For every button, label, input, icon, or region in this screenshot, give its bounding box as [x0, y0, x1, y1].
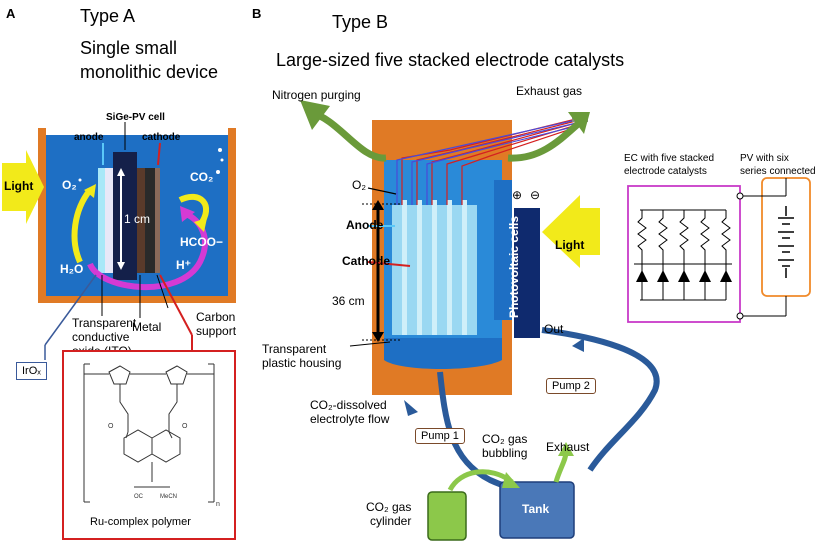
tank — [499, 481, 575, 539]
electrolyte-line-2: electrolyte flow — [310, 412, 390, 426]
anode-label-a: anode — [74, 132, 104, 143]
anode-label-b: Anode — [346, 218, 384, 232]
polymer-structure: O O OC MeCN n — [83, 363, 220, 508]
tank-label: Tank — [522, 502, 550, 516]
hplus-label: H⁺ — [176, 258, 191, 272]
height-label: 36 cm — [332, 294, 365, 308]
panel-b-device-drawing — [300, 100, 811, 541]
ito-line-1: Transparent — [72, 316, 137, 330]
ito-layer — [98, 168, 105, 273]
ec-label: EC with five stacked electrode catalysts — [624, 152, 714, 178]
light-label-b: Light — [555, 238, 585, 252]
exhaust-gas-arrow — [507, 121, 581, 162]
panel-b-type-title: Type B — [332, 12, 389, 32]
tank-exhaust-arrow — [553, 451, 569, 483]
panel-a-letter: A — [6, 6, 16, 21]
cathode-pointer — [157, 142, 161, 166]
panel-b-subtitle: Large-sized five stacked electrode catal… — [276, 50, 625, 70]
housing-line-2: plastic housing — [262, 356, 342, 370]
cylinder-line-1: CO₂ gas — [366, 500, 412, 514]
photovoltaic-cells — [514, 208, 540, 338]
pump-2-label: Pump 2 — [552, 380, 590, 392]
panel-a-type-title: Type A — [80, 6, 136, 26]
carbon-layer — [145, 168, 155, 273]
cathode-label-a: cathode — [142, 132, 181, 143]
pv-line-1: PV with six — [740, 153, 789, 164]
irox-box: IrOₓ — [16, 362, 47, 380]
ec-line-2: electrode catalysts — [624, 166, 707, 177]
wires — [396, 117, 586, 205]
co2-cylinder — [427, 491, 467, 541]
circuit-diagram — [627, 177, 811, 323]
basin — [384, 338, 502, 369]
out-label: Out — [544, 322, 564, 336]
pv-line-2: series connected — [740, 166, 816, 177]
sige-pv-label: SiGe-PV cell — [106, 112, 165, 123]
o2-label-a: O₂ — [62, 178, 77, 192]
oxygen-arrow — [71, 188, 93, 264]
cylinder-label: CO₂ gas cylinder — [366, 500, 411, 528]
cathode-layer — [155, 168, 160, 273]
housing-label: Transparent plastic housing — [262, 342, 341, 370]
svg-text:MeCN: MeCN — [160, 494, 177, 500]
pv-cells-label: Photovoltaic cells — [507, 215, 521, 318]
o2-label-b: O₂ — [352, 178, 366, 192]
pump-2: Pump 2 — [546, 378, 596, 394]
irox-label: IrOₓ — [22, 365, 41, 377]
light-arrow-a — [2, 150, 44, 224]
plus-symbol: ⊕ — [512, 188, 523, 202]
cathode-label-b: Cathode — [342, 254, 390, 268]
polymer-label: Ru-complex polymer — [90, 516, 191, 528]
anode-layer — [105, 168, 113, 273]
svg-text:O: O — [182, 423, 188, 430]
panel-a-subtitle-1: Single small — [80, 38, 178, 58]
electrode-stack — [392, 200, 477, 335]
bubbling-line-2: bubbling — [482, 446, 528, 460]
metal-label: Metal — [132, 320, 162, 334]
pv-label: PV with six series connected — [740, 152, 816, 178]
panel-b-letter: B — [252, 6, 262, 21]
cylinder-line-2: cylinder — [369, 514, 412, 528]
scale-label-a: 1 cm — [124, 212, 151, 226]
svg-text:n: n — [216, 501, 220, 508]
bubbling-line-1: CO₂ gas — [482, 432, 528, 446]
pump-1: Pump 1 — [415, 428, 465, 444]
exhaust-label: Exhaust — [546, 440, 590, 454]
housing-line-1: Transparent — [262, 342, 327, 356]
carbon-label: Carbon support — [196, 310, 236, 338]
pump-1-label: Pump 1 — [421, 430, 459, 442]
ec-line-1: EC with five stacked — [624, 153, 715, 164]
hcoo-label: HCOO− — [180, 235, 224, 249]
sige-pv-cell — [113, 152, 137, 280]
light-arrow-b — [542, 195, 600, 268]
bubbling-label: CO₂ gas bubbling — [482, 432, 527, 460]
panel-a-device-drawing — [2, 122, 236, 360]
electrolyte-line-1: CO₂-dissolved — [310, 398, 387, 412]
carbon-line-1: Carbon — [196, 310, 236, 324]
ito-line-2: conductive — [72, 330, 130, 344]
svg-text:OC: OC — [134, 494, 144, 500]
carbon-line-2: support — [196, 324, 237, 338]
metal-layer — [137, 168, 145, 273]
electrolyte-flow-label: CO₂-dissolved electrolyte flow — [310, 398, 389, 426]
h2o-label: H₂O — [60, 262, 84, 276]
exhaust-gas-label: Exhaust gas — [516, 84, 583, 98]
polymer-box: O O OC MeCN n Ru-complex polymer — [62, 350, 236, 540]
co2-label-a: CO₂ — [190, 170, 214, 184]
svg-text:O: O — [108, 423, 114, 430]
panel-a-subtitle-2: monolithic device — [80, 62, 219, 82]
minus-symbol: ⊖ — [530, 188, 541, 202]
light-label-a: Light — [4, 179, 34, 193]
nitrogen-label: Nitrogen purging — [272, 88, 361, 102]
